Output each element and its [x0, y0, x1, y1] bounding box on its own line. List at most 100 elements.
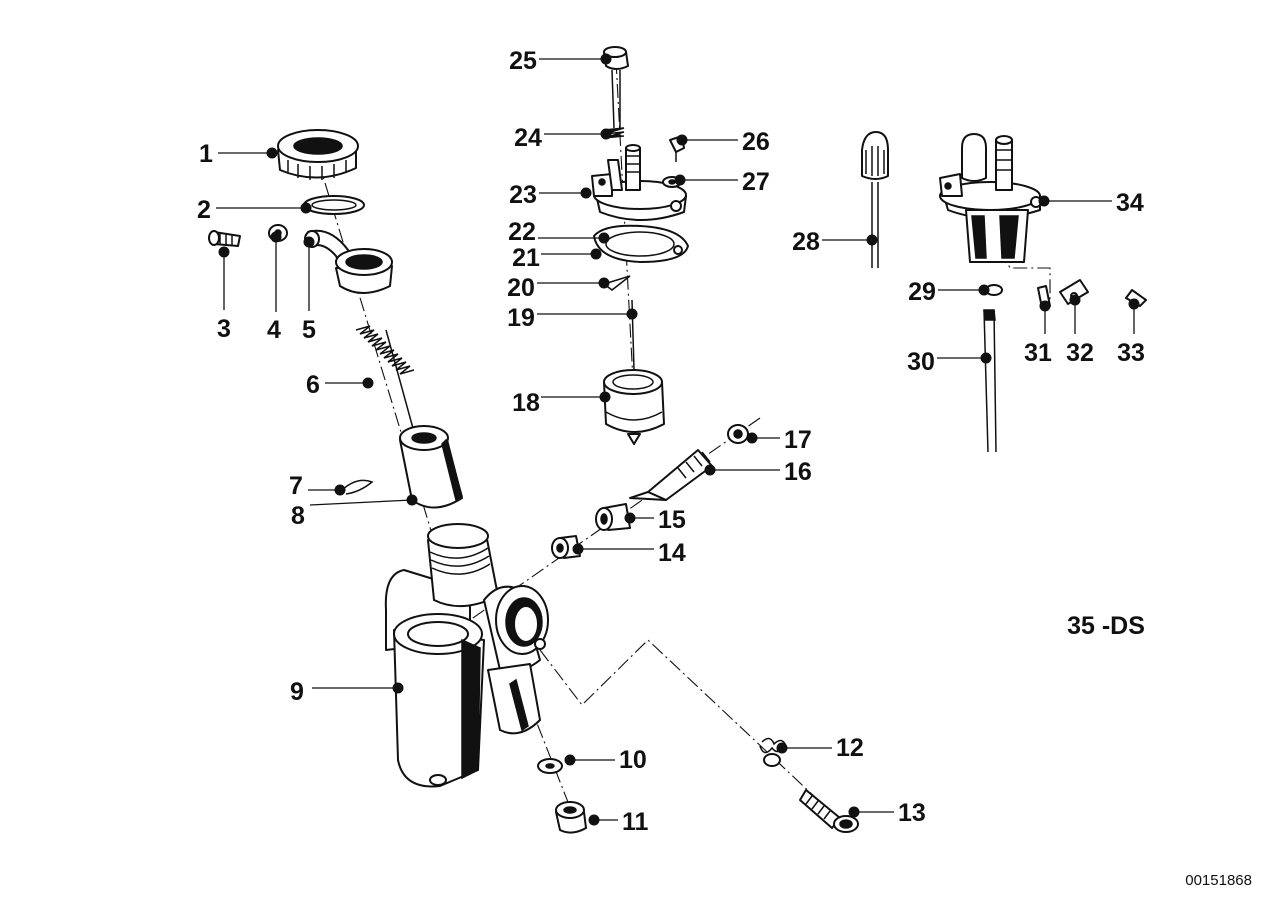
callout-number: 15 [658, 506, 686, 534]
callout-number: 31 [1024, 339, 1052, 367]
callout-number: 19 [507, 304, 535, 332]
callout-9: 9 [290, 678, 404, 706]
callout-number: 30 [907, 348, 935, 376]
part-10-washer [537, 758, 563, 774]
callout-number: 32 [1066, 339, 1094, 367]
callout-dot [1038, 195, 1050, 207]
callout-dot [676, 134, 688, 146]
callout-6: 6 [306, 371, 374, 399]
callout-3: 3 [217, 246, 231, 343]
callout-leader-line [309, 499, 413, 506]
callout-dot [674, 174, 686, 186]
callout-dot [266, 147, 278, 159]
callout-31: 31 [1024, 300, 1052, 367]
document-number: 00151868 [1185, 872, 1252, 889]
callout-number: 11 [622, 808, 649, 836]
callout-dot [392, 682, 404, 694]
callout-dot [746, 432, 758, 444]
callout-18: 18 [512, 389, 611, 417]
callout-dot [1128, 298, 1140, 310]
callout-1: 1 [199, 140, 278, 168]
part-23-float-cover [591, 144, 687, 221]
part-5-elbow-fitting [304, 229, 393, 294]
callout-number: 6 [306, 371, 320, 399]
callout-4: 4 [267, 231, 282, 344]
callout-dot [590, 248, 602, 260]
callout-7: 7 [289, 472, 346, 500]
callout-26: 26 [676, 128, 770, 156]
callout-dot [600, 53, 612, 65]
callout-dot [572, 543, 584, 555]
part-34-cover-assembly [939, 133, 1042, 263]
callout-dot [218, 246, 230, 258]
callout-number: 21 [512, 244, 540, 272]
callout-24: 24 [514, 124, 612, 152]
callout-dot [598, 277, 610, 289]
callout-number: 13 [898, 799, 926, 827]
part-30-rod [983, 309, 997, 453]
callout-14: 14 [572, 539, 686, 567]
callout-dot [270, 231, 282, 243]
callout-number: 5 [302, 316, 316, 344]
callout-dot [406, 494, 418, 506]
callout-dot [334, 484, 346, 496]
callout-number: 33 [1117, 339, 1145, 367]
callout-dot [626, 308, 638, 320]
callout-dot [848, 806, 860, 818]
callout-number: 1 [199, 140, 213, 168]
callout-number: 26 [742, 128, 770, 156]
part-2-gasket [303, 195, 365, 215]
callout-number: 16 [784, 458, 812, 486]
part-11-drain-plug [555, 801, 587, 834]
callout-17: 17 [746, 426, 812, 454]
callout-22: 22 [508, 218, 610, 246]
callout-number: 27 [742, 168, 770, 196]
callout-12: 12 [776, 734, 864, 762]
callout-dot [564, 754, 576, 766]
callout-dot [362, 377, 374, 389]
callout-2: 2 [197, 196, 312, 224]
callout-number: 24 [514, 124, 542, 152]
callout-number: 22 [508, 218, 536, 246]
callout-28: 28 [792, 228, 878, 256]
callout-dot [704, 464, 716, 476]
callout-5: 5 [302, 236, 316, 344]
callout-dot [600, 128, 612, 140]
part-9-carburetor-body [384, 523, 549, 788]
callout-dot [776, 742, 788, 754]
callout-number: 14 [658, 539, 686, 567]
callout-30: 30 [907, 348, 992, 376]
callout-20: 20 [507, 274, 610, 302]
part-20-clip [602, 275, 631, 291]
callout-29: 29 [908, 278, 990, 306]
part-3-screw [208, 230, 241, 247]
callout-10: 10 [564, 746, 647, 774]
callout-number: 10 [619, 746, 647, 774]
callout-8: 8 [291, 494, 418, 530]
part-15-sleeve [595, 503, 631, 531]
callout-16: 16 [704, 458, 812, 486]
callout-number: 28 [792, 228, 820, 256]
callout-11: 11 [588, 808, 649, 836]
model-note: 35 -DS [1067, 612, 1145, 640]
callout-34: 34 [1038, 189, 1144, 217]
callout-32: 32 [1066, 294, 1094, 367]
jet-needle [385, 329, 415, 433]
callout-number: 25 [509, 47, 537, 75]
callout-number: 29 [908, 278, 936, 306]
callout-dot [978, 284, 990, 296]
part-17-nut [727, 424, 749, 444]
part-8-throttle-slide [399, 425, 463, 509]
callout-number: 34 [1116, 189, 1144, 217]
part-28-tickler-rod [861, 131, 889, 268]
part-1-cap-nut [277, 129, 359, 180]
callout-13: 13 [848, 799, 926, 827]
part-18-float [603, 369, 665, 445]
callout-23: 23 [509, 181, 592, 209]
callout-number: 9 [290, 678, 304, 706]
callout-dot [1039, 300, 1051, 312]
callout-number: 3 [217, 315, 231, 343]
callout-number: 2 [197, 196, 211, 224]
